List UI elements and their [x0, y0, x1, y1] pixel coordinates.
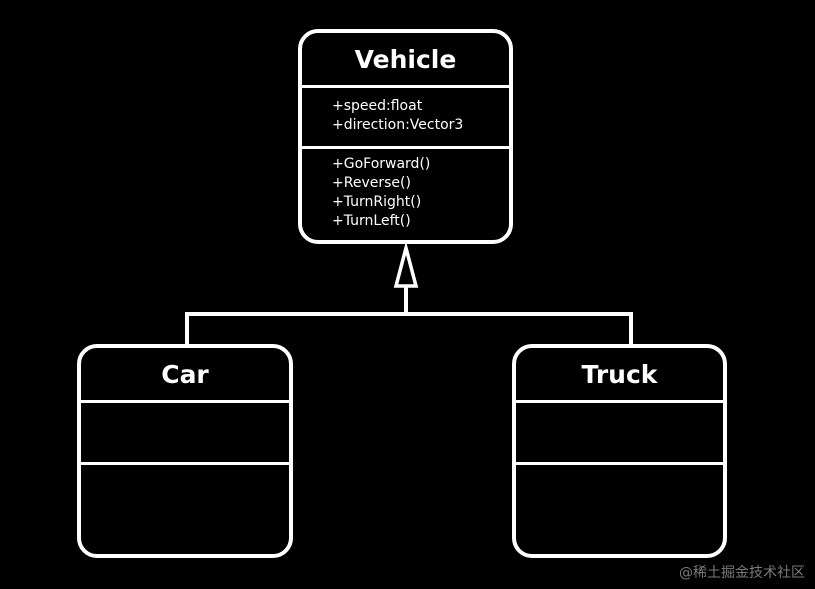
attribute-item: +direction:Vector3 — [332, 117, 464, 133]
class-truck: Truck — [512, 344, 727, 558]
attribute-item: +speed:float — [332, 98, 423, 114]
attributes-section-vehicle: +speed:float +direction:Vector3 — [302, 88, 509, 149]
method-item: +GoForward() — [332, 156, 431, 172]
method-item: +Reverse() — [332, 175, 411, 191]
watermark: @稀土掘金技术社区 — [679, 565, 805, 581]
class-name-truck: Truck — [516, 348, 723, 403]
class-vehicle: Vehicle +speed:float +direction:Vector3 … — [298, 29, 513, 244]
class-car: Car — [77, 344, 293, 558]
method-item: +TurnRight() — [332, 194, 422, 210]
class-name-vehicle: Vehicle — [302, 33, 509, 88]
attributes-section-car — [81, 403, 289, 465]
class-name-car: Car — [81, 348, 289, 403]
methods-section-vehicle: +GoForward() +Reverse() +TurnRight() +Tu… — [302, 149, 509, 231]
attributes-section-truck — [516, 403, 723, 465]
generalization-arrowhead — [393, 241, 419, 288]
method-item: +TurnLeft() — [332, 213, 411, 229]
